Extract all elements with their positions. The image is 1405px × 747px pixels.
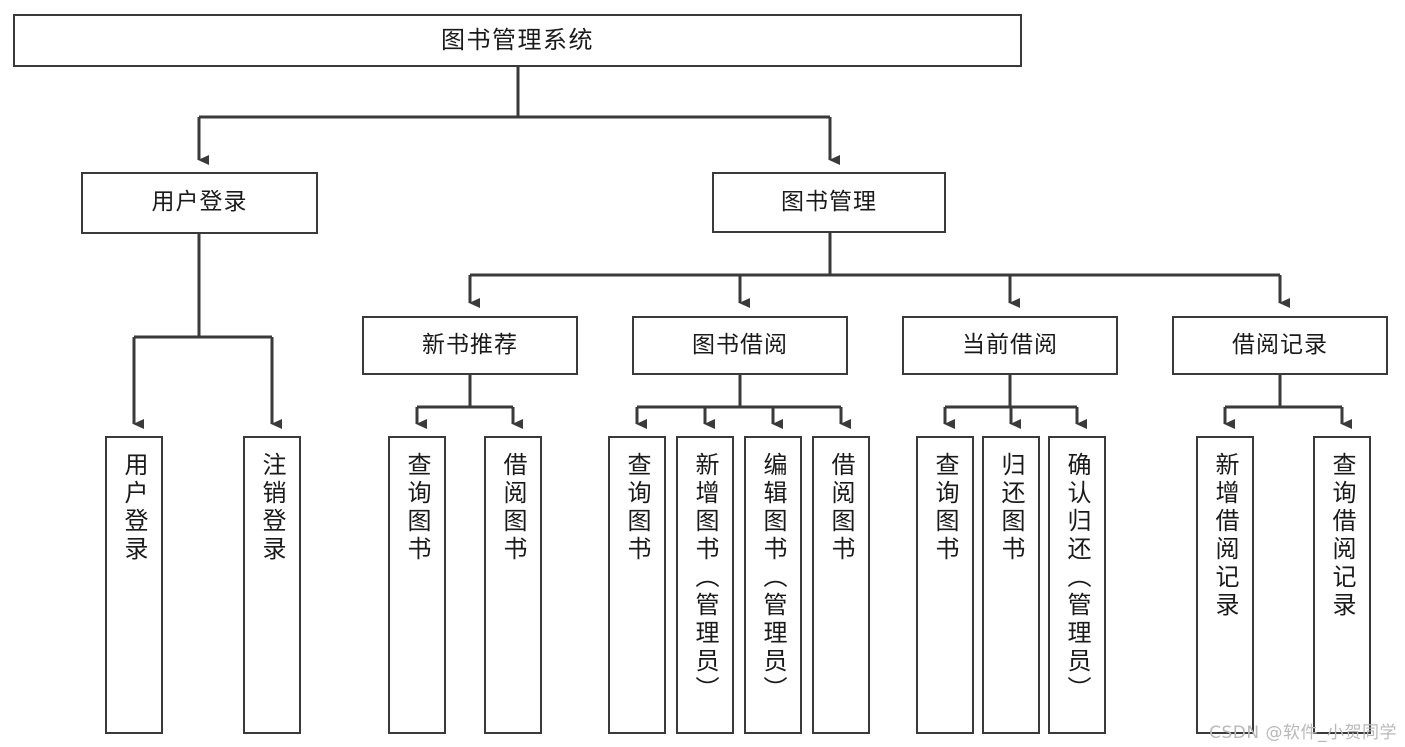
node-label: 查询图书 bbox=[623, 452, 651, 564]
leaf-query-book-2[interactable]: 查询图书 bbox=[608, 436, 666, 734]
leaf-user-login[interactable]: 用户登录 bbox=[105, 436, 163, 734]
leaf-query-record[interactable]: 查询借阅记录 bbox=[1313, 436, 1371, 734]
node-label: 确认归还（管理员） bbox=[1063, 452, 1091, 704]
node-current-borrow[interactable]: 当前借阅 bbox=[902, 316, 1118, 375]
node-label: 注销登录 bbox=[258, 452, 286, 564]
node-label: 编辑图书（管理员） bbox=[759, 452, 787, 704]
node-label: 新增借阅记录 bbox=[1211, 452, 1239, 620]
node-label: 用户登录 bbox=[151, 189, 248, 216]
leaf-edit-book[interactable]: 编辑图书（管理员） bbox=[744, 436, 802, 734]
leaf-logout[interactable]: 注销登录 bbox=[243, 436, 301, 734]
node-root-system[interactable]: 图书管理系统 bbox=[13, 14, 1022, 67]
node-label: 查询借阅记录 bbox=[1328, 452, 1356, 620]
node-book-manage[interactable]: 图书管理 bbox=[712, 172, 946, 233]
watermark-text: CSDN @软件_小贺同学 bbox=[1209, 723, 1397, 743]
node-label: 当前借阅 bbox=[962, 331, 1058, 358]
node-book-borrow[interactable]: 图书借阅 bbox=[632, 316, 848, 375]
leaf-query-book-3[interactable]: 查询图书 bbox=[916, 436, 974, 734]
node-label: 查询图书 bbox=[403, 452, 431, 564]
leaf-borrow-book-2[interactable]: 借阅图书 bbox=[812, 436, 870, 734]
node-label: 图书借阅 bbox=[692, 331, 788, 358]
node-label: 图书管理 bbox=[781, 188, 877, 215]
node-user-login[interactable]: 用户登录 bbox=[81, 172, 318, 234]
leaf-add-book[interactable]: 新增图书（管理员） bbox=[676, 436, 734, 734]
leaf-query-book-1[interactable]: 查询图书 bbox=[388, 436, 446, 734]
leaf-confirm-return[interactable]: 确认归还（管理员） bbox=[1048, 436, 1106, 734]
node-label: 借阅记录 bbox=[1232, 331, 1328, 358]
node-label: 用户登录 bbox=[120, 452, 148, 564]
node-label: 查询图书 bbox=[931, 452, 959, 564]
leaf-add-record[interactable]: 新增借阅记录 bbox=[1196, 436, 1254, 734]
node-label: 借阅图书 bbox=[499, 452, 527, 564]
node-label: 新增图书（管理员） bbox=[691, 452, 719, 704]
leaf-borrow-book-1[interactable]: 借阅图书 bbox=[484, 436, 542, 734]
node-label: 借阅图书 bbox=[827, 452, 855, 564]
node-label: 归还图书 bbox=[997, 452, 1025, 564]
node-new-book-recommend[interactable]: 新书推荐 bbox=[362, 316, 578, 375]
leaf-return-book[interactable]: 归还图书 bbox=[982, 436, 1040, 734]
node-label: 新书推荐 bbox=[422, 331, 518, 358]
node-borrow-record[interactable]: 借阅记录 bbox=[1172, 316, 1388, 375]
node-label: 图书管理系统 bbox=[441, 26, 594, 55]
